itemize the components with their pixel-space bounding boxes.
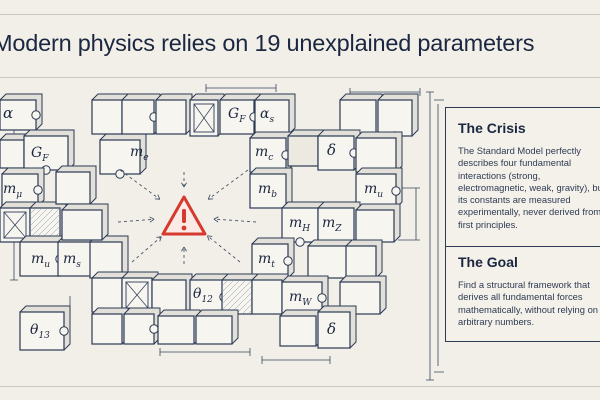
puzzle-piece	[195, 309, 239, 345]
dimension-line	[205, 84, 277, 92]
g-f-top-label: GF	[228, 106, 246, 125]
puzzle-piece	[55, 165, 97, 205]
dimension-line	[159, 348, 251, 356]
puzzle-piece	[317, 129, 361, 171]
arrow-head	[149, 216, 155, 223]
warning-triangle-icon	[161, 195, 207, 236]
m-u-left-label: mu	[31, 251, 51, 270]
delta-lower-label: δ	[327, 320, 337, 338]
puzzle-piece	[23, 129, 75, 175]
puzzle-piece	[281, 275, 329, 315]
alpha-s-label: αs	[260, 106, 275, 125]
puzzle-piece	[151, 273, 193, 315]
theta13-label: θ13	[30, 322, 50, 341]
m-s-label: ms	[63, 251, 81, 270]
m-w-label: mW	[289, 289, 312, 308]
arrow-line	[207, 235, 241, 263]
puzzle-piece	[157, 309, 201, 345]
puzzle-pieces	[0, 93, 419, 351]
header-rule	[0, 77, 600, 78]
puzzle-piece	[189, 93, 225, 137]
crisis-text: The Standard Model perfectly describes f…	[458, 145, 600, 230]
arrow-line	[207, 169, 249, 200]
info-panel: The Crisis The Standard Model perfectly …	[445, 107, 600, 342]
dimension-line	[434, 99, 444, 373]
puzzle-piece	[281, 201, 325, 247]
arrow-line	[119, 169, 161, 200]
delta-upper-label: δ	[327, 141, 337, 159]
puzzle-piece	[317, 305, 357, 349]
puzzle-piece	[19, 235, 67, 277]
arrow-line	[131, 236, 162, 263]
puzzle-piece	[307, 239, 355, 279]
m-mu-label: mμ	[3, 181, 23, 200]
m-u-right-label: mu	[364, 181, 384, 200]
puzzle-piece	[99, 133, 147, 179]
puzzle-piece	[221, 273, 259, 315]
top-rule	[0, 14, 600, 15]
puzzle-piece	[91, 307, 129, 345]
theta12-label: θ12	[193, 286, 213, 305]
alpha-label: α	[3, 104, 14, 122]
puzzle-piece	[19, 305, 71, 351]
page-title: Modern physics relies on 19 unexplained …	[0, 30, 535, 56]
puzzle-piece	[355, 131, 403, 173]
dimension-line	[426, 91, 434, 381]
puzzle-piece	[0, 93, 43, 131]
puzzle-piece	[339, 93, 383, 135]
puzzle-piece	[61, 203, 109, 241]
puzzle-piece	[121, 93, 161, 135]
puzzle-piece	[345, 239, 383, 279]
arrow-head	[181, 182, 187, 188]
bottom-rule	[0, 386, 600, 387]
dimension-line	[261, 356, 331, 364]
m-e-label: me	[130, 144, 149, 163]
arrow-head	[213, 216, 219, 223]
goal-heading: The Goal	[458, 254, 518, 270]
m-t-label: mt	[258, 251, 275, 270]
puzzle-piece	[279, 309, 323, 347]
m-h-label: mH	[289, 215, 311, 234]
puzzle-piece	[155, 93, 193, 135]
arrow-head	[207, 194, 214, 200]
arrows-to-warning	[117, 169, 257, 264]
arrow-head	[181, 246, 187, 252]
puzzle-piece	[377, 93, 419, 141]
m-b-label: mb	[258, 181, 278, 200]
puzzle-piece	[254, 93, 296, 135]
g-f-left-label: GF	[31, 145, 49, 164]
arrow-line	[213, 218, 257, 223]
m-c-label: mc	[255, 144, 274, 163]
arrow-head	[154, 194, 161, 200]
puzzle-piece	[123, 307, 161, 345]
puzzle-piece	[1, 167, 45, 207]
m-z-label: mZ	[322, 215, 342, 234]
puzzle-piece	[121, 271, 159, 313]
puzzle-piece	[249, 167, 293, 209]
goal-text: Find a structural framework that derives…	[458, 279, 598, 327]
arrow-head	[156, 236, 162, 242]
puzzle-piece	[355, 203, 401, 243]
panel-divider	[446, 246, 600, 248]
arrow-line	[117, 218, 155, 223]
puzzle-piece	[0, 133, 31, 169]
puzzle-piece	[251, 237, 295, 279]
arrow-head	[206, 235, 213, 241]
puzzle-piece	[91, 271, 129, 313]
puzzle-piece	[249, 131, 293, 173]
crisis-heading: The Crisis	[458, 120, 526, 136]
